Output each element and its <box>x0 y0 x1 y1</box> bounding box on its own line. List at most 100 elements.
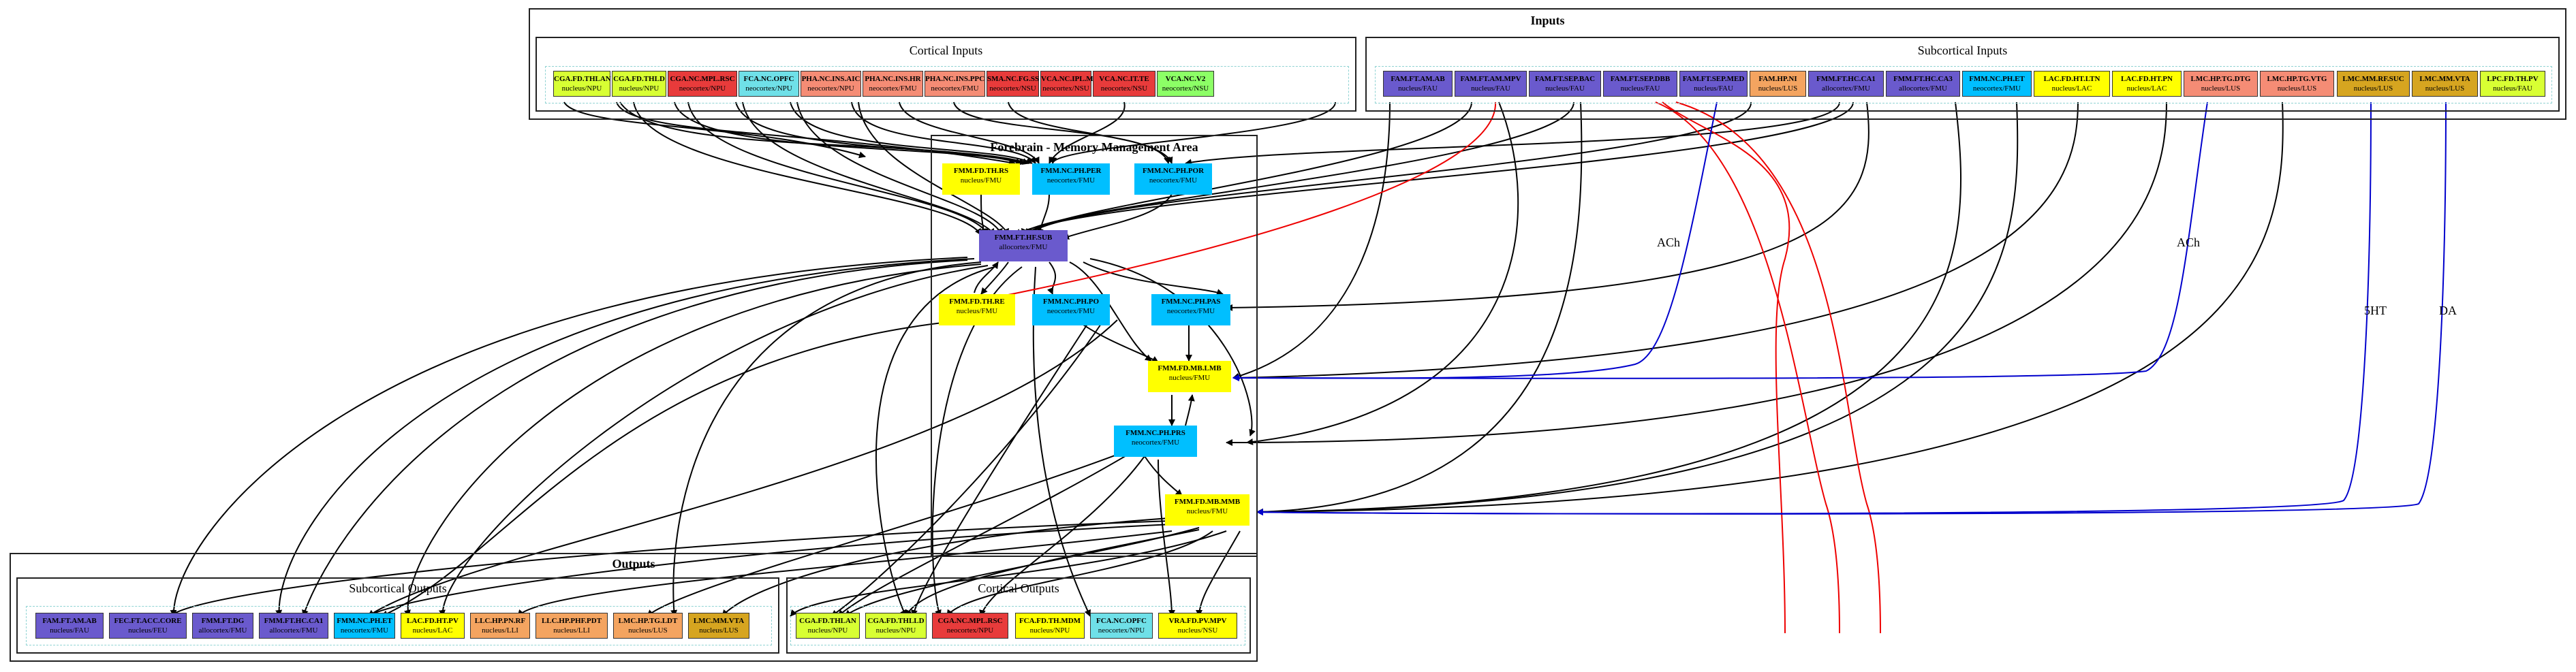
node-subtitle: nucleus/FAU <box>1398 84 1438 93</box>
node-subtitle: neocortex/FMU <box>1046 307 1096 315</box>
node-title: CGA.NC.MPL.RSC <box>937 617 1003 625</box>
cortical-outputs-title: Cortical Outputs <box>978 581 1059 595</box>
node-subtitle: neocortex/FMU <box>1131 438 1180 447</box>
node-subtitle: nucleus/LUS <box>2277 84 2317 93</box>
node-subtitle: nucleus/LAC <box>2051 84 2092 93</box>
cortical-outputs-group <box>790 606 1245 645</box>
node-subtitle: neocortex/FMU <box>1149 176 1198 185</box>
node-title: FAM.FT.SEP.DBB <box>1610 75 1671 83</box>
node-title: FMM.FT.HC.CA1 <box>264 617 324 625</box>
node-title: FAM.FT.AM.MPV <box>1460 75 1521 83</box>
node-subtitle: allocortex/FMU <box>999 243 1048 251</box>
node-title: LLC.HP.PHF.PDT <box>541 617 602 625</box>
red-edges <box>984 101 1881 634</box>
edge-label-ach-2: ACh <box>2177 236 2200 249</box>
node-title: FMM.FD.MB.MMB <box>1174 498 1241 506</box>
subcortical-outputs-group <box>26 606 772 645</box>
node-title: VRA.FD.PV.MPV <box>1168 617 1227 625</box>
node-title: SMA.NC.FG.SS <box>987 75 1040 83</box>
node-title: FMM.FD.TH.RS <box>953 167 1009 175</box>
node-subtitle: nucleus/LAC <box>412 626 453 635</box>
node-subtitle: nucleus/FMU <box>1168 374 1211 382</box>
node-title: FMM.FD.MB.LMB <box>1158 364 1222 372</box>
node-title: FMM.NC.PH.ET <box>337 617 392 625</box>
node-subtitle: nucleus/LUS <box>628 626 668 635</box>
node-subtitle: nucleus/FAU <box>1694 84 1733 93</box>
node-subtitle: nucleus/LAC <box>2126 84 2167 93</box>
forebrain-cluster: Forebrain - Memory Management Area <box>931 135 1258 557</box>
node-subtitle: nucleus/LLI <box>553 626 590 635</box>
node-subtitle: nucleus/FAU <box>1620 84 1660 93</box>
node-title: FCA.FD.TH.MDM <box>1019 617 1081 625</box>
node-subtitle: allocortex/FMU <box>1899 84 1947 93</box>
subcortical-inputs-group <box>1375 66 2552 103</box>
node-title: FMM.FT.HC.CA1 <box>1816 75 1876 83</box>
node-title: LMC.MM.VTA <box>2419 75 2470 83</box>
node-title: PHA.NC.INS.HR <box>865 75 921 83</box>
edge-label-da: DA <box>2439 304 2457 317</box>
inputs-title: Inputs <box>1530 14 1565 27</box>
node-title: FAM.FT.SEP.BAC <box>1534 75 1596 83</box>
node-subtitle: neocortex/FMU <box>1972 84 2021 93</box>
subcortical-inputs-title: Subcortical Inputs <box>1917 44 2008 57</box>
node-subtitle: neocortex/FMU <box>931 84 979 93</box>
cortical-inputs-title: Cortical Inputs <box>909 44 983 57</box>
node-title: LPC.FD.TH.PV <box>2487 75 2539 83</box>
node-subtitle: nucleus/LUS <box>2353 84 2393 93</box>
edge-label-5ht: 5HT <box>2364 304 2387 317</box>
node-subtitle: neocortex/NSU <box>989 84 1036 93</box>
node-title: LAC.FD.HT.PV <box>407 617 459 625</box>
node-title: FMM.NC.PH.PER <box>1040 167 1102 175</box>
node-subtitle: nucleus/NPU <box>875 626 916 635</box>
node-title: PHA.NC.INS.AIC <box>801 75 860 83</box>
node-title: LMC.MM.VTA <box>693 617 745 625</box>
node-subtitle: neocortex/FMU <box>1046 176 1096 185</box>
node-title: VCA.NC.IT.TE <box>1099 75 1149 83</box>
node-title: FAM.FT.AM.AB <box>1391 75 1445 83</box>
node-title: FAM.FT.AM.AB <box>42 617 97 625</box>
node-title: LMC.HP.TG.LDT <box>618 617 678 625</box>
node-subtitle: neocortex/NPU <box>946 626 994 635</box>
node-title: FMM.FD.TH.RE <box>949 298 1005 306</box>
node-subtitle: neocortex/NSU <box>1162 84 1209 93</box>
node-subtitle: neocortex/NPU <box>1098 626 1145 635</box>
node-title: LMC.HP.TG.VTG <box>2267 75 2327 83</box>
node-subtitle: nucleus/FAU <box>2493 84 2532 93</box>
node-title: FCA.NC.OPFC <box>743 75 794 83</box>
node-title: LAC.FD.HT.LTN <box>2043 75 2100 83</box>
node-title: FAM.HP.NI <box>1758 75 1797 83</box>
node-title: LAC.FD.HT.PN <box>2121 75 2173 83</box>
node-title: CGA.FD.THLLD <box>867 617 925 625</box>
node-subtitle: nucleus/LUS <box>1758 84 1798 93</box>
node-title: LMC.HP.TG.DTG <box>2190 75 2251 83</box>
node-subtitle: nucleus/FMU <box>956 307 998 315</box>
